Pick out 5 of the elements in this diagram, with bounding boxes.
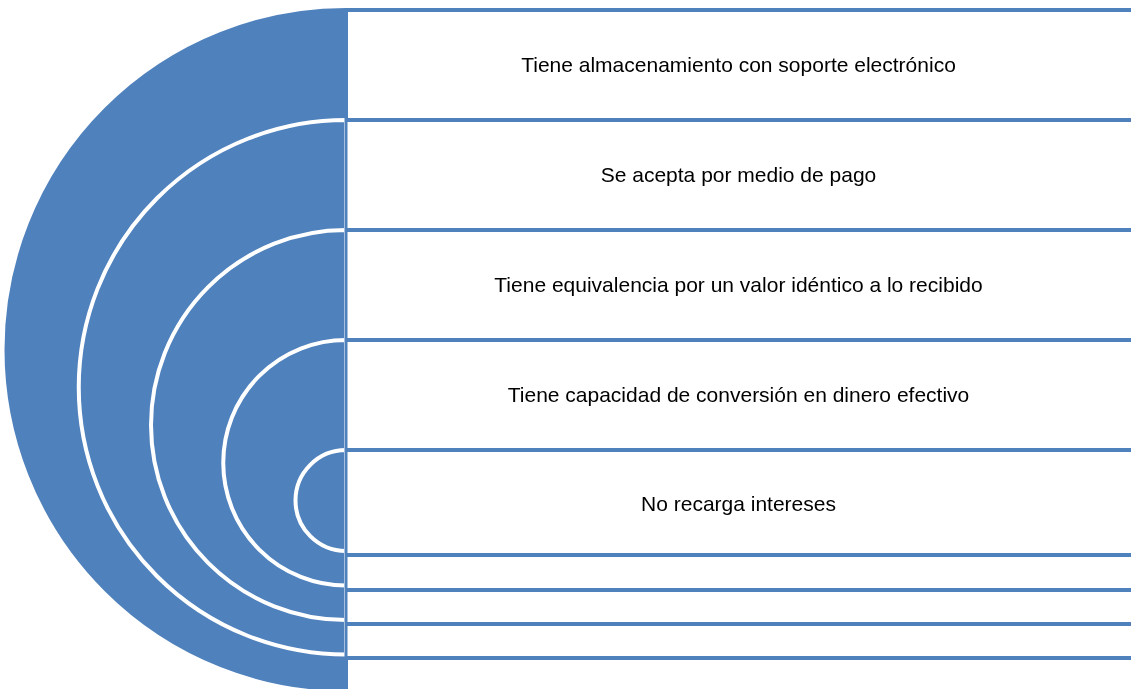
row-text: Tiene equivalencia por un valor idéntico a lo recibido — [494, 273, 983, 297]
row-text: No recarga intereses — [641, 491, 836, 516]
row-text: Tiene almacenamiento con soporte electrónico — [521, 53, 956, 77]
row-text: Tiene capacidad de conversión en dinero efectivo — [507, 383, 970, 407]
row-text: Se acepta por medio de pago — [600, 163, 877, 187]
